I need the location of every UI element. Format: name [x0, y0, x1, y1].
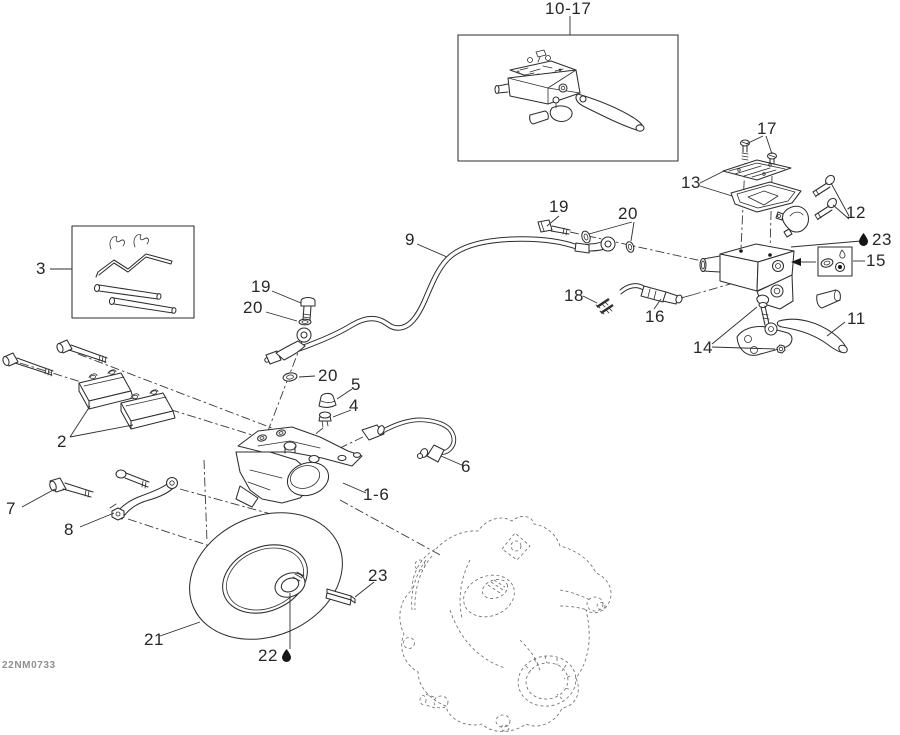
- callout-2: 2: [57, 433, 67, 450]
- callout-text: 22: [258, 646, 279, 665]
- drawing-code: 22NM0733: [2, 660, 56, 671]
- callout-text: 6: [461, 457, 472, 476]
- callout-text: 23: [368, 566, 389, 585]
- callout-text: 20: [318, 366, 339, 385]
- callout-13: 13: [681, 174, 701, 191]
- callout-20-hose-left: 20: [243, 299, 263, 316]
- lubricant-droplet-icon: [859, 233, 868, 246]
- callout-16: 16: [645, 308, 665, 325]
- callout-text: 19: [251, 277, 272, 296]
- lever-pivot-bolt: [756, 294, 770, 326]
- callout-7: 7: [6, 500, 16, 517]
- brake-caliper: [235, 426, 363, 508]
- anchor-bracket: [109, 469, 179, 521]
- lubricant-droplet-icon: [282, 649, 292, 662]
- callout-17: 17: [757, 120, 777, 137]
- sealing-washer-caliper: [282, 372, 298, 382]
- sealing-washers-right: [581, 230, 635, 253]
- callout-text: 23: [872, 230, 893, 249]
- callout-inset-10-17: 10-17: [545, 0, 591, 17]
- brake-pad-a: [78, 369, 134, 410]
- drive-key: [325, 588, 356, 606]
- callout-leader-lines: [21, 135, 865, 649]
- callout-text: 13: [681, 173, 702, 192]
- callout-text: 18: [564, 286, 585, 305]
- callout-22: 22: [258, 647, 292, 664]
- callout-19-hose-right: 19: [549, 198, 569, 215]
- bleeder-cap: [318, 392, 337, 408]
- repair-kit-box: [791, 246, 853, 277]
- callout-23-master: 23: [858, 231, 892, 248]
- callout-23-key: 23: [368, 567, 388, 584]
- callout-20-hose-right: 20: [618, 205, 638, 222]
- callout-text: 20: [243, 298, 264, 317]
- callout-text: 15: [866, 251, 887, 270]
- reservoir-gasket: [730, 181, 802, 213]
- banjo-bolt-right: [537, 219, 571, 236]
- lever-boot: [816, 289, 841, 309]
- callout-18: 18: [564, 287, 584, 304]
- inset-box: [457, 16, 679, 162]
- hose-elbow-fitting-left: [265, 327, 312, 365]
- callout-text: 11: [847, 309, 866, 328]
- callout-21: 21: [144, 631, 164, 648]
- master-cylinder-body: [699, 243, 795, 310]
- clamp-bolts: [812, 174, 837, 221]
- callout-text: 19: [549, 197, 570, 216]
- callout-text: 10-17: [545, 0, 592, 18]
- callout-6: 6: [461, 458, 471, 475]
- brake-disc: [189, 512, 343, 640]
- callout-text: 1-6: [363, 485, 390, 504]
- callout-text: 12: [846, 203, 867, 222]
- gearbox-housing-ghost: [399, 516, 612, 732]
- callout-text: 7: [6, 499, 17, 518]
- hardware-kit-box: [71, 225, 195, 319]
- callout-text: 14: [693, 338, 714, 357]
- switch-pins: [595, 298, 614, 315]
- handlebar-clamp: [775, 205, 810, 238]
- callout-text: 3: [36, 259, 47, 278]
- callout-5: 5: [351, 376, 361, 393]
- callout-3: 3: [36, 260, 46, 277]
- bleeder-screw: [318, 411, 332, 428]
- callout-text: 20: [618, 204, 639, 223]
- callout-text: 21: [144, 630, 165, 649]
- callout-19-hose-left: 19: [251, 278, 271, 295]
- brake-switch-cable: [619, 283, 693, 305]
- callout-14: 14: [693, 339, 713, 356]
- brake-lever: [776, 318, 848, 354]
- callout-text: 5: [351, 375, 362, 394]
- callout-20-caliper: 20: [318, 367, 338, 384]
- assembly-axis-lines: [19, 162, 773, 557]
- callout-1-6: 1-6: [363, 486, 389, 503]
- brake-pad-b: [120, 389, 176, 430]
- caliper-mounting-bolt-b: [56, 339, 108, 364]
- callout-9: 9: [405, 231, 415, 248]
- reservoir-cover: [722, 159, 792, 181]
- callout-text: 2: [57, 432, 68, 451]
- callout-12: 12: [846, 204, 866, 221]
- callout-text: 17: [757, 119, 778, 138]
- callout-8: 8: [64, 521, 74, 538]
- bracket-bolt: [49, 477, 94, 498]
- callout-11: 11: [847, 310, 866, 327]
- callout-4: 4: [349, 397, 359, 414]
- callout-text: 16: [645, 307, 666, 326]
- callout-text: 9: [405, 230, 416, 249]
- callout-15: 15: [866, 252, 886, 269]
- brake-hose: [264, 236, 616, 363]
- banjo-bolt-left: [298, 296, 316, 326]
- callout-text: 4: [349, 396, 360, 415]
- caliper-mounting-bolt-a: [2, 352, 54, 377]
- caliper-hose: [361, 417, 457, 463]
- callout-text: 8: [64, 520, 75, 539]
